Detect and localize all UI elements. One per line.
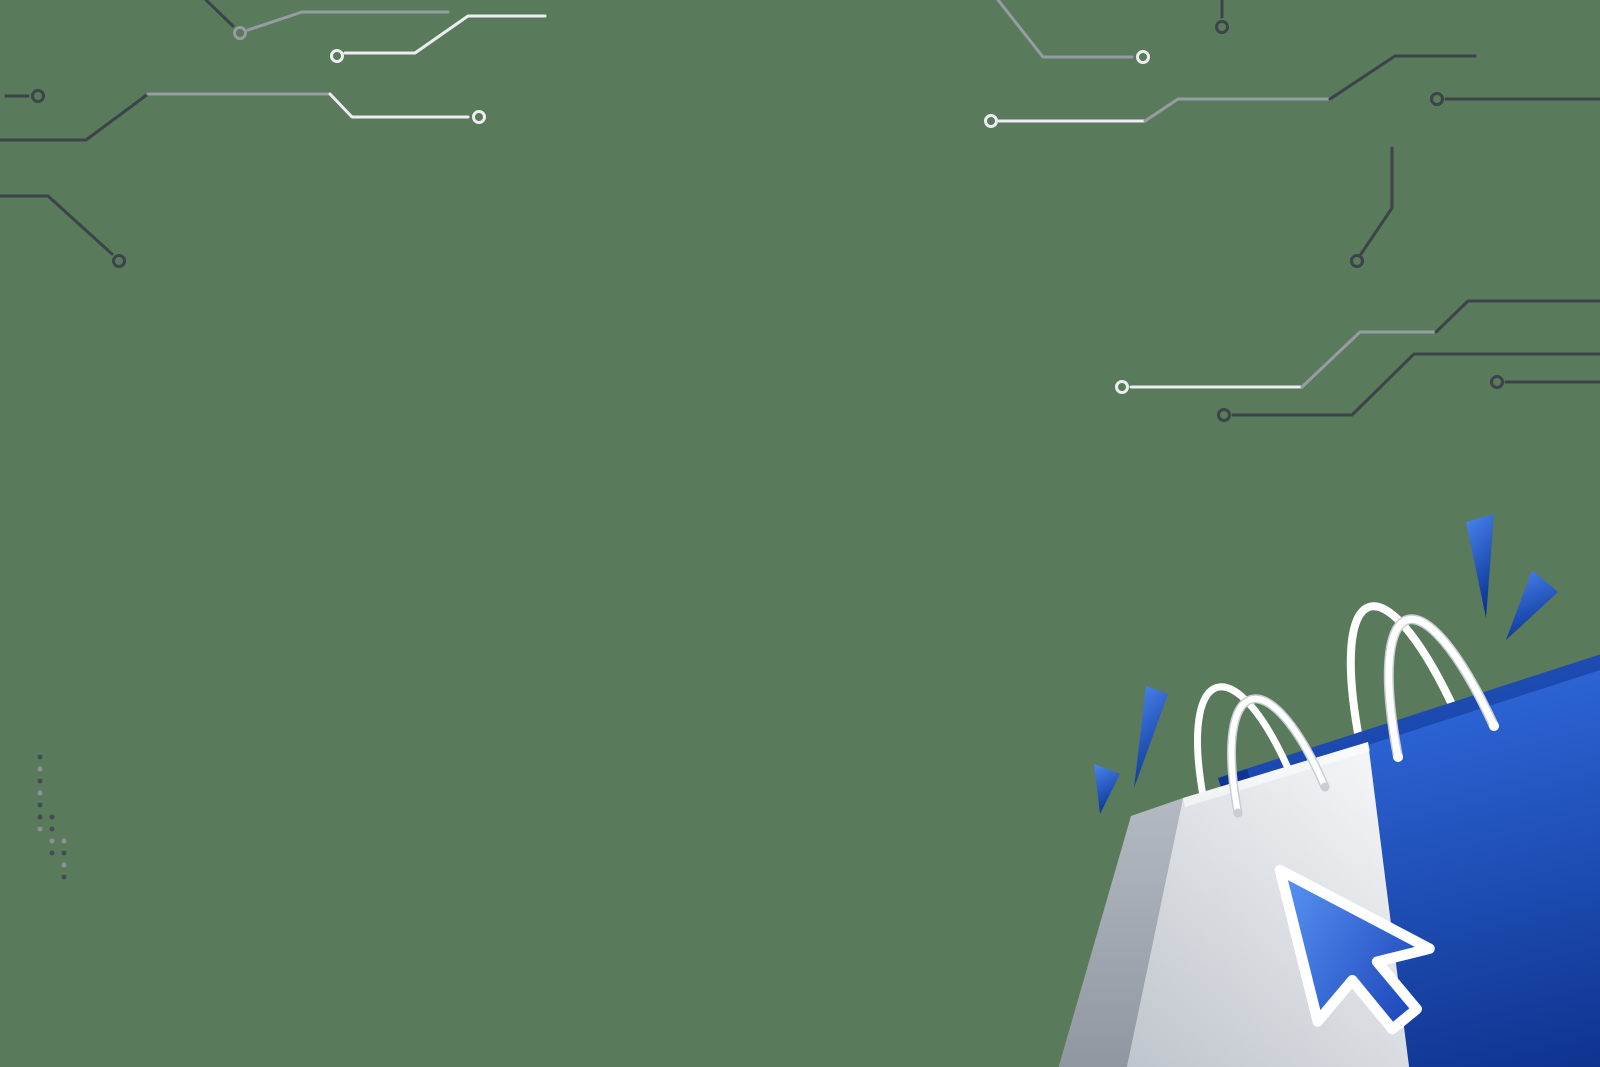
circuit-node xyxy=(1215,20,1229,34)
circuit-node xyxy=(1136,50,1150,64)
cursor-arrow-shape xyxy=(1274,864,1435,1035)
circuit-line xyxy=(246,10,450,32)
dot xyxy=(37,766,43,772)
circuit-line xyxy=(1328,54,1477,101)
dot xyxy=(49,826,55,832)
dot xyxy=(37,790,43,796)
circuit-line xyxy=(1300,330,1438,389)
circuit-node xyxy=(112,254,126,268)
circuit-node xyxy=(1217,408,1231,422)
circuit-line xyxy=(0,92,150,142)
circuit-node xyxy=(31,89,45,103)
spark-triangle xyxy=(1506,570,1558,640)
circuit-line xyxy=(328,92,470,119)
circuit-line xyxy=(1359,146,1394,256)
circuit-line xyxy=(1143,97,1332,123)
spark-triangle xyxy=(1134,686,1168,788)
dot xyxy=(49,850,55,856)
circuit-node xyxy=(1490,375,1504,389)
dot xyxy=(37,778,43,784)
dot-grid xyxy=(37,754,67,880)
cursor-arrow-icon xyxy=(1274,864,1435,1035)
dot xyxy=(37,826,43,832)
bag-top-rim xyxy=(1183,742,1370,807)
circuit-line xyxy=(1231,352,1600,417)
bag-side-panel xyxy=(1058,798,1183,1067)
dot xyxy=(37,802,43,808)
circuit-line xyxy=(0,194,114,256)
bag-handle-front xyxy=(1228,695,1328,816)
spark-triangles-right xyxy=(1466,514,1558,640)
circuit-node xyxy=(984,114,998,128)
circuit-line xyxy=(996,0,1134,59)
handle-attach-dot xyxy=(1320,782,1330,792)
dot xyxy=(61,838,67,844)
dot xyxy=(37,814,43,820)
circuit-node xyxy=(472,110,486,124)
circuit-node xyxy=(1115,380,1129,394)
bag-handle-front xyxy=(1385,615,1498,761)
dot xyxy=(49,838,55,844)
spark-triangle xyxy=(1466,514,1494,618)
bag-handle-back xyxy=(1194,683,1295,805)
spark-triangle xyxy=(1094,764,1120,814)
circuit-node xyxy=(330,49,344,63)
circuit-node xyxy=(1350,254,1364,268)
circuit-traces-top-right xyxy=(984,0,1600,422)
circuit-node xyxy=(1430,92,1444,106)
dot xyxy=(61,862,67,868)
bag-handle-back xyxy=(1346,602,1460,748)
circuit-line xyxy=(343,14,547,55)
dot xyxy=(37,754,43,760)
handle-attach-dot xyxy=(1393,752,1403,762)
circuit-node xyxy=(233,26,247,40)
dot xyxy=(61,850,67,856)
circuit-traces-top-left xyxy=(0,0,547,268)
circuit-line xyxy=(1434,299,1600,334)
circuit-line xyxy=(204,0,235,28)
handle-attach-dot xyxy=(1489,721,1499,731)
spark-triangles-left xyxy=(1094,686,1168,814)
dot xyxy=(49,814,55,820)
handle-attach-dot xyxy=(1233,808,1243,818)
dot xyxy=(61,874,67,880)
